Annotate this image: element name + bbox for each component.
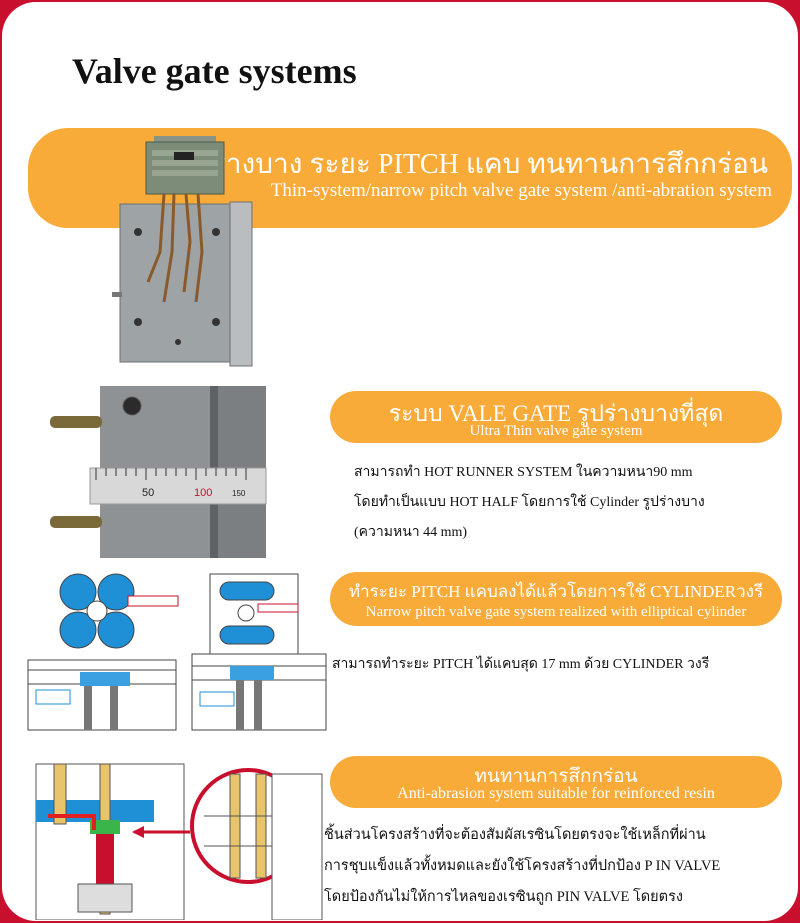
description-line: (ความหนา 44 mm) [354,525,468,540]
ultra-thin-description: สามารถทำ HOT RUNNER SYSTEM ในความหนา90 m… [354,458,794,548]
banner-english-title: Thin-system/narrow pitch valve gate syst… [270,180,772,201]
description-line: สามารถทำ HOT RUNNER SYSTEM ในความหนา90 m… [354,465,693,480]
banner-thai-title: ทำระยะ PITCH แคบลงได้แล้วโดยการใช้ CYLIN… [348,582,764,601]
anti-abrasion-cross-section-diagram [35,763,323,920]
mold-thickness-ruler-photo: 50 100 150 [50,386,267,558]
page-title: Valve gate systems [72,51,357,91]
banner-english-title: Narrow pitch valve gate system realized … [365,604,747,620]
description-line: โดยป้องกันไม่ให้การไหลของเรซินถูก PIN VA… [324,889,683,905]
narrow-pitch-description: สามารถทำระยะ PITCH ได้แคบสุด 17 mm ด้วย … [332,650,792,680]
banner-english-title: Anti-abrasion system suitable for reinfo… [397,785,715,802]
section-banner-anti-abrasion: ทนทานการสึกกร่อน Anti-abrasion system su… [330,756,782,808]
description-line: ชิ้นส่วนโครงสร้างที่จะต้องสัมผัสเรซินโดย… [324,827,706,843]
description-line: โดยทำเป็นแบบ HOT HALF โดยการใช้ Cylinder… [354,495,705,510]
round-vs-elliptical-cylinder-diagram [27,573,327,731]
ruler-mark-100: 100 [194,487,212,499]
section-banner-narrow-pitch: ทำระยะ PITCH แคบลงได้แล้วโดยการใช้ CYLIN… [330,572,782,626]
anti-abrasion-description: ชิ้นส่วนโครงสร้างที่จะต้องสัมผัสเรซินโดย… [324,820,794,913]
description-line: สามารถทำระยะ PITCH ได้แคบสุด 17 mm ด้วย … [332,657,710,672]
elliptical-cylinder-layout [209,573,299,655]
banner-thai-title: ทนทานการสึกกร่อน [474,766,638,787]
round-cylinder-layout [59,573,179,649]
ruler-mark-150: 150 [232,489,246,498]
section-banner-ultra-thin: ระบบ VALE GATE รูปร่างบางที่สุด Ultra Th… [330,391,782,443]
hot-half-mold-photo [112,136,253,367]
banner-thai-title: รูปร่างบาง ระยะ PITCH แคบ ทนทานการสึกกร่… [177,149,768,180]
ruler-mark-50: 50 [142,487,154,499]
banner-thai-title: ระบบ VALE GATE รูปร่างบางที่สุด [388,401,724,426]
description-line: การชุบแข็งแล้วทั้งหมดและยังใช้โครงสร้างท… [324,858,721,874]
banner-english-title: Ultra Thin valve gate system [469,423,643,439]
